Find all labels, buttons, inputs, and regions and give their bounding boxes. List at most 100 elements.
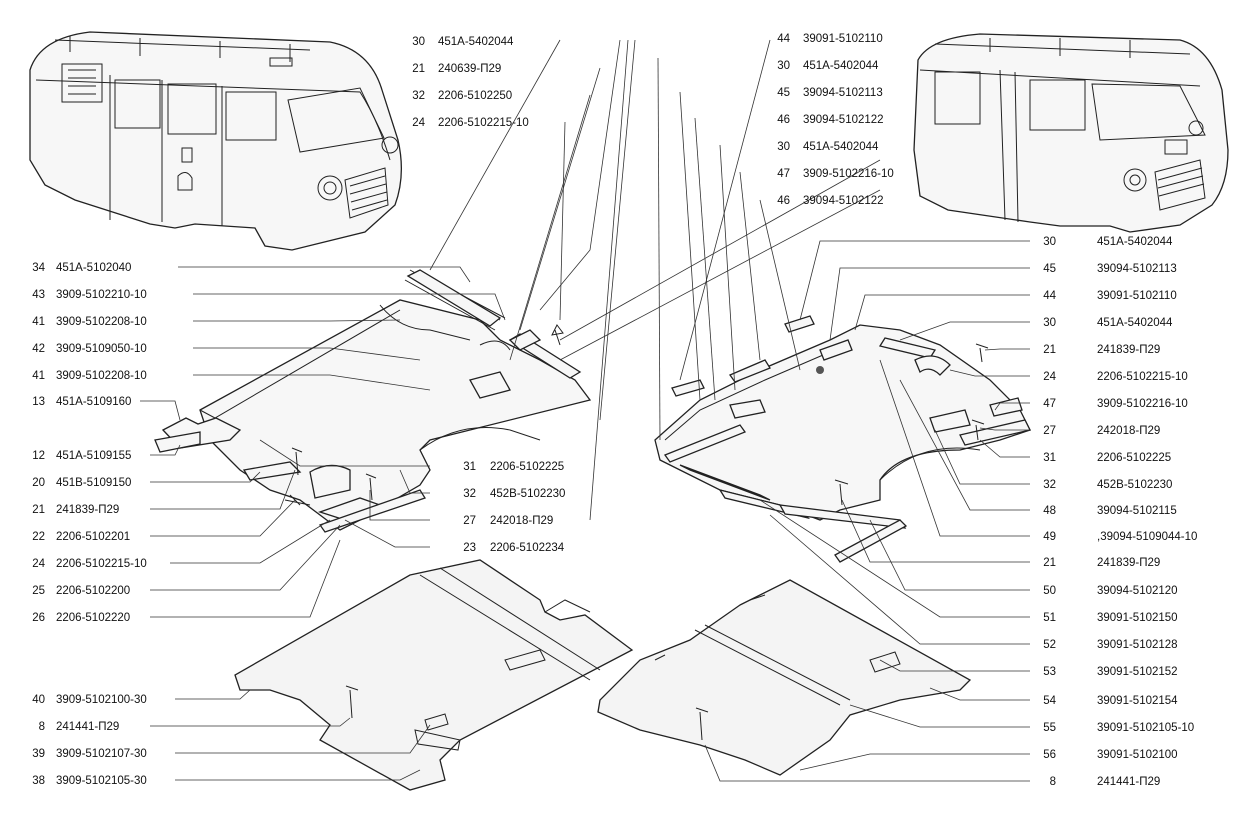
right-floor-mat [597, 579, 972, 776]
callout-number: 32 [1043, 479, 1056, 491]
callout-number: 30 [777, 60, 790, 72]
callout-leader-line [994, 402, 1030, 411]
callout-leader-line [829, 267, 1030, 341]
callout-part-code: 3909-5102216-10 [1097, 398, 1188, 410]
callout-leader-line [399, 469, 430, 494]
callout-leader-line [175, 724, 431, 754]
callout-number: 40 [32, 694, 45, 706]
callout-leader-line [175, 769, 421, 781]
callout-part-code: 451А-5109160 [56, 396, 131, 408]
callout-part-code: 2206-5102215-10 [438, 117, 529, 129]
callout-number: 47 [1043, 398, 1056, 410]
callout-number: 30 [1043, 317, 1056, 329]
callout-number: 51 [1043, 612, 1056, 624]
callout-leader-line [979, 427, 1030, 431]
callout-number: 24 [412, 117, 425, 129]
callout-part-code: 451А-5102040 [56, 262, 131, 274]
right-floor-panel [654, 315, 1031, 563]
callout-part-code: 241839-П29 [56, 504, 119, 516]
callout-part-code: 39091-5102128 [1097, 639, 1178, 651]
callout-part-code: 2206-5102234 [490, 542, 565, 554]
callout-leader-line [150, 469, 296, 510]
callout-number: 34 [32, 262, 45, 274]
callout-number: 27 [1043, 425, 1056, 437]
callout-part-code: 241441-П29 [56, 721, 119, 733]
callout-part-code: 2206-5102200 [56, 585, 130, 597]
callout-left-4: 41 3909-5102208-10 [32, 370, 431, 391]
callout-leader-line [849, 704, 1030, 728]
callout-leader-line [193, 374, 431, 391]
callout-leader-line [979, 439, 1030, 458]
callout-part-code: 2206-5102215-10 [56, 558, 147, 570]
van-illustration-right [913, 33, 1229, 233]
callout-number: 22 [32, 531, 45, 543]
callout-leader-line [150, 717, 351, 727]
callout-right-6: 47 3909-5102216-10 [994, 398, 1188, 411]
callout-part-code: 451А-5402044 [803, 141, 879, 153]
callout-number: 30 [412, 36, 425, 48]
callout-number: 32 [412, 90, 425, 102]
callout-part-code: 39091-5102152 [1097, 666, 1178, 678]
callout-leader-line [759, 499, 1030, 618]
callout-leader-line [369, 490, 430, 521]
callout-number: 27 [463, 515, 476, 527]
callout-part-code: 3909-5102208-10 [56, 370, 147, 382]
callout-leader-line [879, 659, 1030, 672]
callout-leader-line [193, 347, 421, 361]
callout-number: 8 [1050, 776, 1056, 788]
van-illustration-left [29, 31, 403, 251]
callout-number: 38 [32, 775, 45, 787]
callout-part-code: 39091-5102150 [1097, 612, 1178, 624]
callout-part-code: 2206-5102201 [56, 531, 130, 543]
callout-part-code: 2206-5102215-10 [1097, 371, 1188, 383]
callout-number: 20 [32, 477, 45, 489]
callout-number: 8 [39, 721, 45, 733]
callout-part-code: 242018-П29 [490, 515, 553, 527]
callout-part-code: 451В-5109150 [56, 477, 131, 489]
callout-part-code: 39094-5102120 [1097, 585, 1178, 597]
callout-number: 32 [463, 488, 476, 500]
callout-number: 25 [32, 585, 45, 597]
callout-part-code: 451А-5402044 [1097, 236, 1173, 248]
callout-number: 30 [777, 141, 790, 153]
callout-number: 12 [32, 450, 45, 462]
callout-part-code: 3909-5102210-10 [56, 289, 147, 301]
callout-number: 26 [32, 612, 45, 624]
callout-leader-line [799, 240, 1030, 321]
callout-number: 41 [32, 370, 45, 382]
callout-right-14: 51 39091-5102150 [759, 499, 1178, 624]
callout-number: 31 [1043, 452, 1056, 464]
callout-left-9: 22 2206-5102201 [32, 499, 296, 543]
callout-number: 53 [1043, 666, 1056, 678]
callout-part-code: 451А-5402044 [438, 36, 514, 48]
callout-number: 21 [32, 504, 45, 516]
callout-top_right-4: 30 451А-5402044 [777, 141, 879, 153]
callout-part-code: 3909-5102105-30 [56, 775, 147, 787]
callout-part-code: 3909-5102100-30 [56, 694, 147, 706]
left-floor-mat [234, 559, 634, 791]
callout-part-code: 39094-5102122 [803, 114, 884, 126]
callout-leader-line [869, 519, 1030, 591]
callout-part-code: 3909-5109050-10 [56, 343, 147, 355]
callout-top_left-3: 24 2206-5102215-10 [412, 117, 529, 129]
